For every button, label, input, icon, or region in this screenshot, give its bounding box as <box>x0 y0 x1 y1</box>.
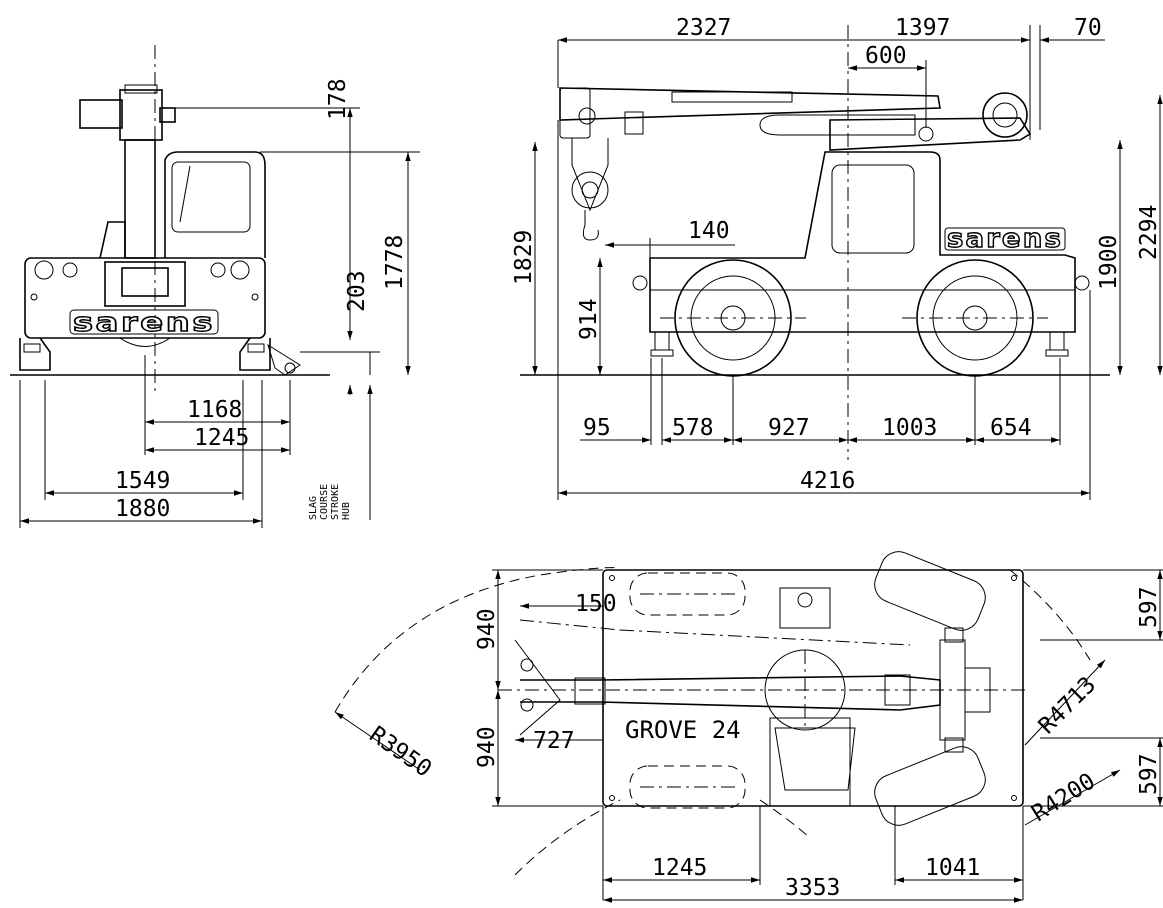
top-dim-150: 150 <box>575 591 617 617</box>
top-dim-597-lower: 597 <box>1136 753 1162 795</box>
front-dim-203: 203 <box>344 270 370 312</box>
side-dim-654: 654 <box>990 415 1032 441</box>
top-dim-r4200: R4200 <box>1027 768 1100 827</box>
side-dim-1829: 1829 <box>511 230 537 285</box>
top-dim-940-lower: 940 <box>474 726 500 768</box>
side-brand-logo: sarens <box>947 224 1063 254</box>
top-dim-1041: 1041 <box>925 855 980 881</box>
legend-stroke: STROKE <box>330 484 341 520</box>
top-view: GROVE 24 940 940 150 727 R3950 R4713 R42… <box>334 551 1163 903</box>
side-dim-1003: 1003 <box>882 415 937 441</box>
side-dim-927: 927 <box>768 415 810 441</box>
top-dim-940-upper: 940 <box>474 608 500 650</box>
side-view: sarens 1829 914 <box>511 15 1163 500</box>
side-dim-1397: 1397 <box>895 15 950 41</box>
front-view: sarens 178 2 <box>10 45 420 528</box>
front-dim-1168: 1168 <box>187 397 242 423</box>
legend-hub: HUB <box>341 502 352 520</box>
side-dim-2327: 2327 <box>676 15 731 41</box>
front-dim-1245: 1245 <box>194 425 249 451</box>
side-dim-914: 914 <box>576 298 602 340</box>
front-dim-1549: 1549 <box>115 468 170 494</box>
top-dim-727: 727 <box>533 728 575 754</box>
legend-slag: SLAG <box>308 496 319 520</box>
side-dim-70: 70 <box>1074 15 1102 41</box>
side-dim-600: 600 <box>865 43 907 69</box>
side-dim-578: 578 <box>672 415 714 441</box>
side-dim-4216: 4216 <box>800 468 855 494</box>
top-dim-1245: 1245 <box>652 855 707 881</box>
front-dim-1880: 1880 <box>115 496 170 522</box>
legend: SLAG COURSE STROKE HUB <box>308 484 352 520</box>
front-dim-178: 178 <box>325 78 351 120</box>
top-dim-597-upper: 597 <box>1136 586 1162 628</box>
side-dim-1900: 1900 <box>1096 235 1122 290</box>
top-dim-r3950: R3950 <box>365 722 437 783</box>
model-label: GROVE 24 <box>625 716 741 744</box>
top-dim-r4713: R4713 <box>1034 672 1101 739</box>
side-dim-95: 95 <box>583 415 611 441</box>
side-dim-140: 140 <box>688 218 730 244</box>
front-dim-1778: 1778 <box>382 235 408 290</box>
front-brand-logo: sarens <box>73 308 215 338</box>
side-dim-2294: 2294 <box>1136 205 1162 260</box>
top-dim-3353: 3353 <box>785 875 840 901</box>
legend-course: COURSE <box>319 484 330 520</box>
